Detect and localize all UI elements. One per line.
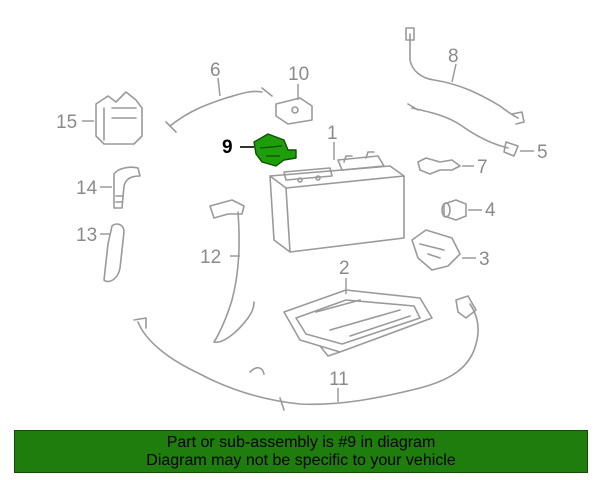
banner-line-1: Part or sub-assembly is #9 in diagram <box>166 434 436 451</box>
callout-12[interactable]: 12 <box>200 247 221 268</box>
part-9-sensor[interactable] <box>253 133 297 167</box>
part-5-cable[interactable] <box>407 103 519 157</box>
part-4-plug[interactable] <box>441 199 467 221</box>
callout-11[interactable]: 11 <box>329 369 349 390</box>
leader-6 <box>217 77 221 97</box>
callout-1[interactable]: 1 <box>327 123 338 144</box>
part-14-elbow[interactable] <box>113 166 141 209</box>
leader-8 <box>451 63 457 83</box>
callout-8[interactable]: 8 <box>448 46 459 67</box>
part-3-holder[interactable] <box>411 229 461 271</box>
part-1-battery[interactable] <box>269 151 405 253</box>
callout-5[interactable]: 5 <box>537 142 548 163</box>
part-13-hose[interactable] <box>103 223 125 283</box>
callout-14[interactable]: 14 <box>76 178 98 199</box>
part-8-cable[interactable] <box>405 27 525 125</box>
part-15-module[interactable] <box>95 91 143 145</box>
part-6-cable[interactable] <box>165 87 273 133</box>
callout-7[interactable]: 7 <box>477 157 488 178</box>
callout-13[interactable]: 13 <box>76 225 97 246</box>
callout-15[interactable]: 15 <box>56 112 77 133</box>
callout-2[interactable]: 2 <box>339 258 350 279</box>
part-2-tray[interactable] <box>283 289 433 357</box>
callout-3[interactable]: 3 <box>479 249 490 270</box>
banner-line-2: Diagram may not be specific to your vehi… <box>146 452 456 469</box>
part-7-connector[interactable] <box>417 157 461 175</box>
callout-9[interactable]: 9 <box>222 137 233 158</box>
callout-4[interactable]: 4 <box>485 200 496 221</box>
callout-6[interactable]: 6 <box>210 60 221 81</box>
part-10-bracket[interactable] <box>275 97 313 125</box>
callout-10[interactable]: 10 <box>288 64 309 85</box>
info-banner: Part or sub-assembly is #9 in diagram Di… <box>14 430 588 473</box>
part-11-cable[interactable] <box>133 295 479 411</box>
part-12-cable[interactable] <box>209 199 255 343</box>
